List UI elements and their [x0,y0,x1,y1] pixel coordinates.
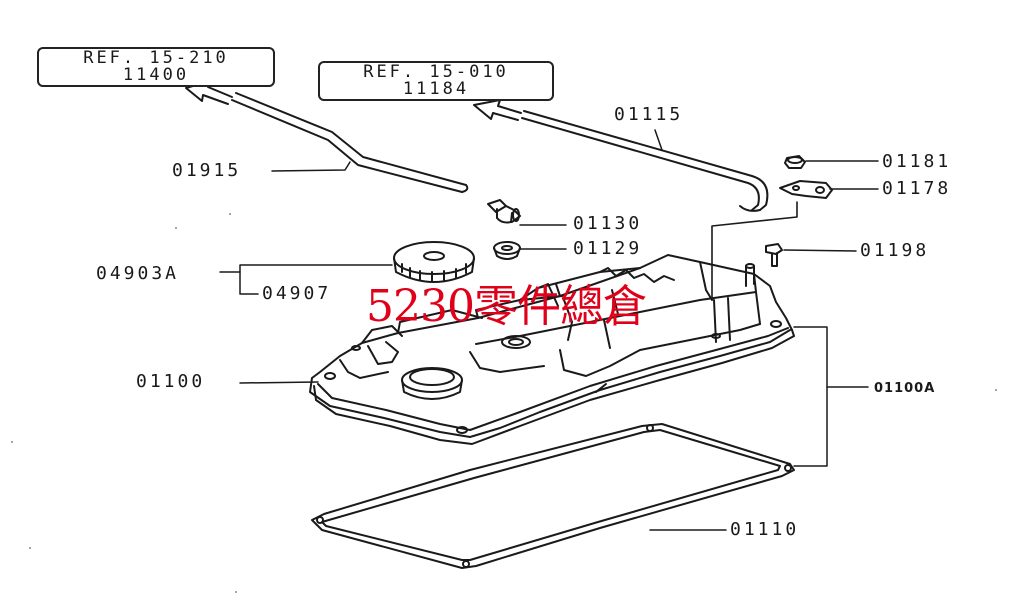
label-01198: 01198 [860,240,930,261]
hose-01915 [231,92,469,193]
ref-box-15-210: REF. 15-210 11400 [37,47,275,87]
label-01130: 01130 [573,213,643,234]
ref-box-15-010: REF. 15-010 11184 [318,61,554,101]
stud-01198 [765,243,783,267]
label-01915: 01915 [172,160,242,181]
label-01129: 01129 [573,238,643,259]
label-01100: 01100 [136,371,206,392]
label-01178: 01178 [882,178,952,199]
label-01110: 01110 [730,519,800,540]
bolt-01181 [784,155,806,169]
label-01181: 01181 [882,151,952,172]
bracket-01178 [779,180,833,199]
scan-specks [11,213,997,593]
hose-01115 [521,110,769,212]
ref-box-line1: REF. 15-210 [83,48,229,68]
gasket-01110 [311,423,795,569]
ref-box-line1: REF. 15-010 [363,62,509,82]
label-01115: 01115 [614,104,684,125]
arrow-ref-15-210 [185,80,233,105]
leader-lines [219,129,879,531]
label-04907: 04907 [262,283,332,304]
connector-01130 [487,199,521,224]
rocker-cover-01100 [309,254,795,445]
label-04903A: 04903A [96,263,180,284]
watermark-text: 5230零件總倉 [366,281,647,332]
ref-box-line2: 11400 [122,65,190,85]
label-01100A: 01100A [874,381,936,396]
arrow-ref-15-010 [473,99,522,121]
grommet-01129 [493,241,521,260]
ref-box-line2: 11184 [402,79,470,99]
oil-cap-04907 [393,241,475,283]
